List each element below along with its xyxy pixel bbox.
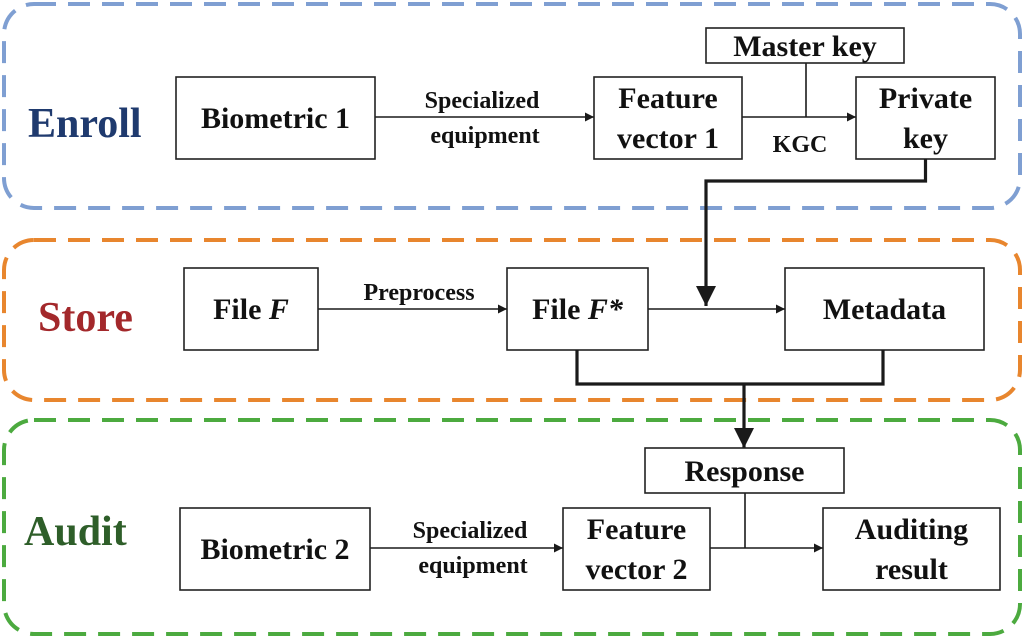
private-key-line2: key: [903, 122, 948, 155]
enroll-stage-label: Enroll: [28, 101, 142, 147]
preprocess-label: Preprocess: [363, 280, 474, 306]
privatekey-to-metadata-edge: [696, 159, 928, 306]
file-f-symbol: F: [268, 293, 289, 326]
specialized-equipment-label-2: Specialized equipment: [413, 518, 534, 579]
biometric2-label: Biometric 2: [200, 533, 349, 566]
store-to-response-edge: [575, 350, 885, 386]
feature-vector2-line1: Feature: [587, 513, 686, 546]
biometric1-node: Biometric 1: [175, 76, 376, 160]
specialized-equipment-label-1: Specialized equipment: [425, 88, 546, 149]
store-stage-label: Store: [38, 295, 133, 341]
metadata-node: Metadata: [784, 267, 985, 351]
kgc-label: KGC: [773, 132, 828, 158]
master-key-label: Master key: [733, 30, 877, 63]
feature-vector1-line2: vector 1: [617, 122, 719, 155]
specialized-equipment-1-line1: Specialized: [425, 88, 540, 114]
audit-region: [2, 418, 1022, 636]
feature-vector2-line2: vector 2: [586, 553, 688, 586]
private-key-line1: Private: [879, 82, 972, 115]
svg-text:Metadata: Metadata: [823, 293, 946, 326]
auditing-result-line2: result: [875, 553, 948, 586]
file-f-star-label: File: [532, 293, 588, 326]
svg-text:Biometric 1: Biometric 1: [201, 102, 350, 135]
svg-text:Master key: Master key: [733, 30, 877, 63]
store-region: [2, 238, 1022, 402]
file-f-node: File F: [183, 267, 319, 351]
biometric1-label: Biometric 1: [201, 102, 350, 135]
svg-text:File F: File F: [213, 293, 289, 326]
specialized-equipment-2-line2: equipment: [418, 553, 527, 579]
feature-vector2-node: Feature vector 2: [562, 507, 711, 591]
svg-text:File F*: File F*: [532, 293, 624, 326]
feature-vector1-node: Feature vector 1: [593, 76, 743, 160]
file-f-star-symbol: F*: [587, 293, 624, 326]
auditing-result-node: Auditing result: [822, 507, 1001, 591]
response-node: Response: [644, 447, 845, 494]
file-f-star-node: File F*: [506, 267, 649, 351]
response-label: Response: [684, 455, 804, 488]
biometric2-node: Biometric 2: [179, 507, 371, 591]
metadata-label: Metadata: [823, 293, 946, 326]
audit-stage-label: Audit: [24, 509, 127, 555]
enroll-region: [2, 2, 1022, 210]
file-f-label: File: [213, 293, 269, 326]
svg-text:Biometric 2: Biometric 2: [200, 533, 349, 566]
feature-vector1-line1: Feature: [618, 82, 717, 115]
specialized-equipment-1-line2: equipment: [430, 123, 539, 149]
master-key-node: Master key: [705, 27, 905, 64]
private-key-node: Private key: [855, 76, 996, 160]
svg-text:Response: Response: [684, 455, 804, 488]
auditing-result-line1: Auditing: [855, 513, 968, 546]
specialized-equipment-2-line1: Specialized: [413, 518, 528, 544]
